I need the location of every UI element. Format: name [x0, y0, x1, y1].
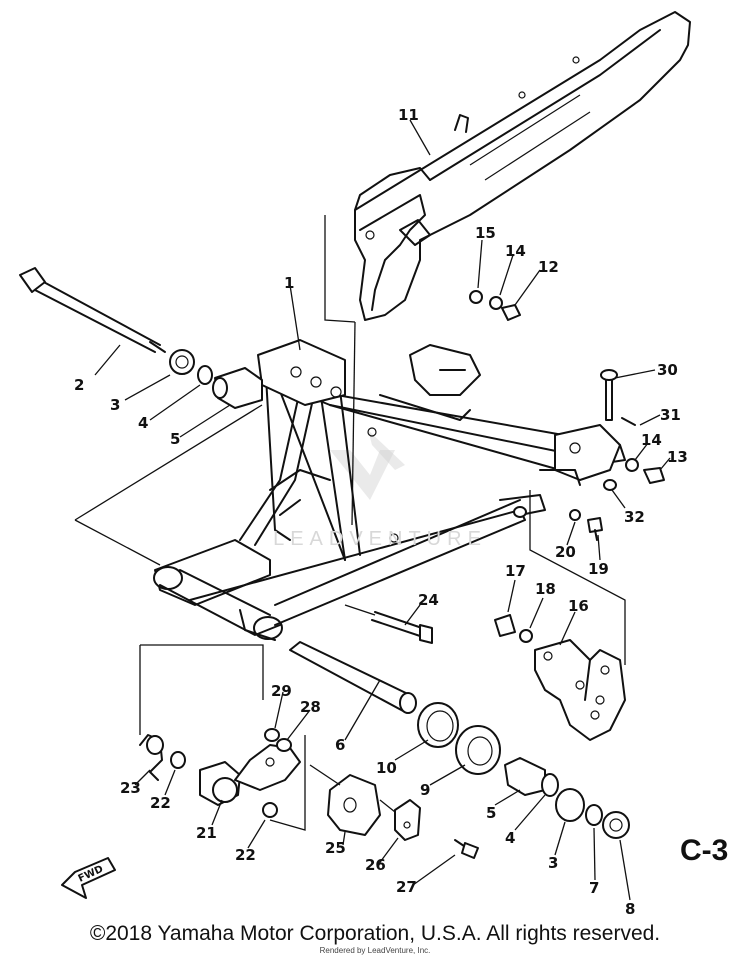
callout-5-lower: 5 [486, 804, 496, 822]
watermark-logo [330, 430, 405, 500]
callout-32: 32 [624, 508, 645, 526]
render-note: Rendered by LeadVenture, Inc. [319, 946, 431, 955]
callout-7: 7 [589, 879, 599, 897]
callout-22-lower: 22 [235, 846, 256, 864]
swing-arm [153, 339, 626, 641]
copyright-notice: ©2018 Yamaha Motor Corporation, U.S.A. A… [89, 922, 661, 945]
small-hardware [469, 290, 665, 541]
callout-9: 9 [420, 781, 430, 799]
axle-and-bushings [289, 641, 630, 839]
callout-10: 10 [376, 759, 397, 777]
callout-24: 24 [418, 591, 439, 609]
callout-8: 8 [625, 900, 635, 918]
callout-leaders [94, 119, 671, 901]
watermark-text: LEADVENTURE [273, 528, 487, 550]
bracket-group [371, 611, 626, 741]
callout-14-upper: 14 [505, 242, 526, 260]
callout-14-right: 14 [641, 431, 662, 449]
callout-2: 2 [74, 376, 84, 394]
callout-21: 21 [196, 824, 217, 842]
callout-4: 4 [138, 414, 148, 432]
pivot-shaft-group [19, 267, 263, 409]
chain-tensioner-group [139, 728, 479, 859]
callout-26: 26 [365, 856, 386, 874]
callout-18: 18 [535, 580, 556, 598]
callout-20: 20 [555, 543, 576, 561]
guide-lines [74, 215, 626, 831]
callout-31: 31 [660, 406, 681, 424]
callout-5: 5 [170, 430, 180, 448]
page-code: C-3 [680, 834, 729, 867]
callout-3-lower: 3 [548, 854, 558, 872]
callout-15: 15 [475, 224, 496, 242]
callout-22-left: 22 [150, 794, 171, 812]
callout-30: 30 [657, 361, 678, 379]
callout-17: 17 [505, 562, 526, 580]
callout-28: 28 [300, 698, 321, 716]
callout-3: 3 [110, 396, 120, 414]
callout-labels: 1 2 3 4 5 6 9 10 11 12 13 14 14 15 16 17… [74, 106, 688, 918]
callout-16: 16 [568, 597, 589, 615]
callout-19: 19 [588, 560, 609, 578]
callout-23: 23 [120, 779, 141, 797]
callout-11: 11 [398, 106, 419, 124]
callout-4-lower: 4 [505, 829, 515, 847]
callout-27: 27 [396, 878, 417, 896]
callout-1: 1 [284, 274, 294, 292]
chain-case [354, 11, 691, 321]
callout-29: 29 [271, 682, 292, 700]
callout-6: 6 [335, 736, 345, 754]
callout-12: 12 [538, 258, 559, 276]
callout-25: 25 [325, 839, 346, 857]
callout-13: 13 [667, 448, 688, 466]
forward-arrow: FWD [61, 857, 116, 899]
